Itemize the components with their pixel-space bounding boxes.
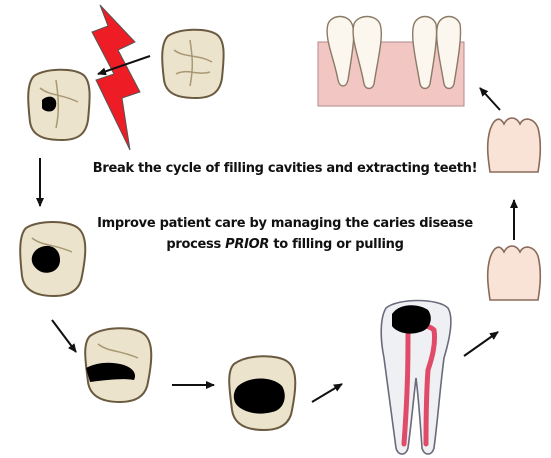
cycle-headline: Break the cycle of filling cavities and …: [75, 161, 495, 176]
message-line-2-pre: process: [166, 237, 225, 252]
lightning-bolt-icon: [92, 5, 140, 150]
bridge-gum-icon: [318, 17, 464, 107]
molar-large-cavity-icon: [229, 356, 295, 430]
molar-small-cavity-icon: [28, 70, 89, 140]
arrow: [480, 88, 500, 110]
crown-icon: [488, 118, 541, 172]
arrow: [312, 384, 342, 402]
healthy-molar-icon: [162, 30, 223, 98]
message-line-2-post: to filling or pulling: [269, 237, 404, 252]
emphasis-prior: PRIOR: [225, 237, 269, 252]
arrow: [464, 332, 498, 356]
crown-icon: [488, 246, 541, 300]
message-line-1: Improve patient care by managing the car…: [97, 216, 473, 231]
patient-care-message: Improve patient care by managing the car…: [75, 213, 495, 255]
tooth-root-pulp-icon: [381, 301, 451, 455]
molar-cracked-icon: [85, 328, 151, 402]
arrow: [52, 320, 76, 352]
